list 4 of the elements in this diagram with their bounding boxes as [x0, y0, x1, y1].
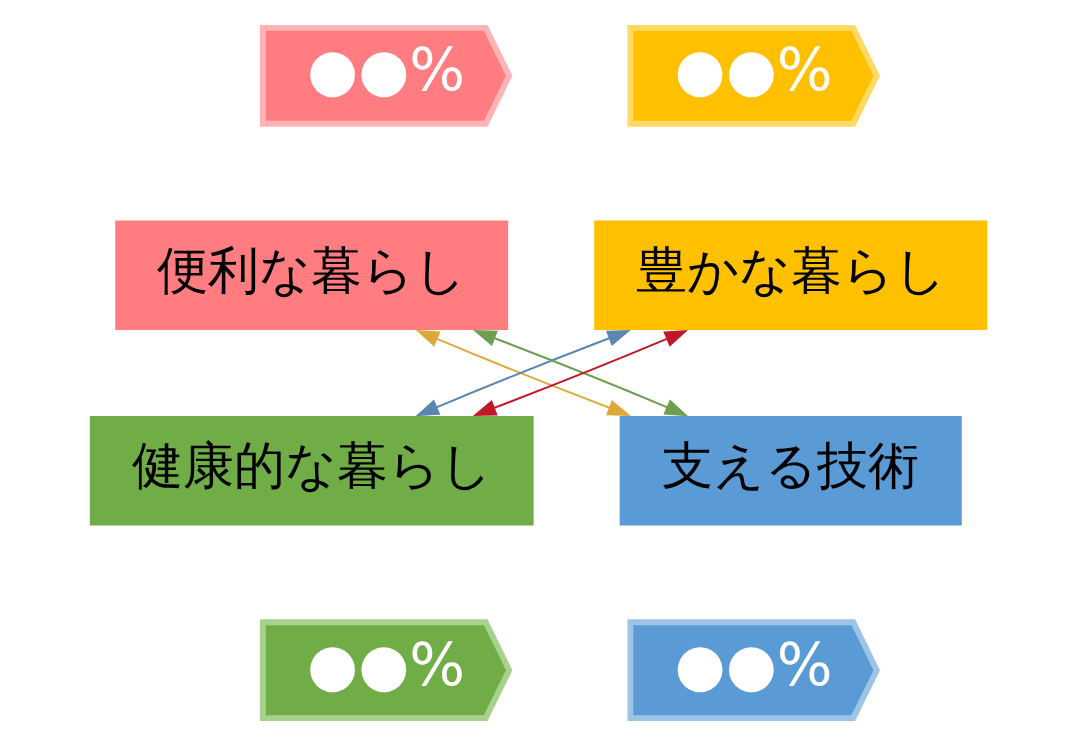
- node-box: 便利な暮らし: [113, 218, 511, 332]
- node-box: 健康的な暮らし: [87, 414, 536, 528]
- node-box: 豊かな暮らし: [592, 218, 990, 332]
- node-box: 支える技術: [617, 414, 964, 528]
